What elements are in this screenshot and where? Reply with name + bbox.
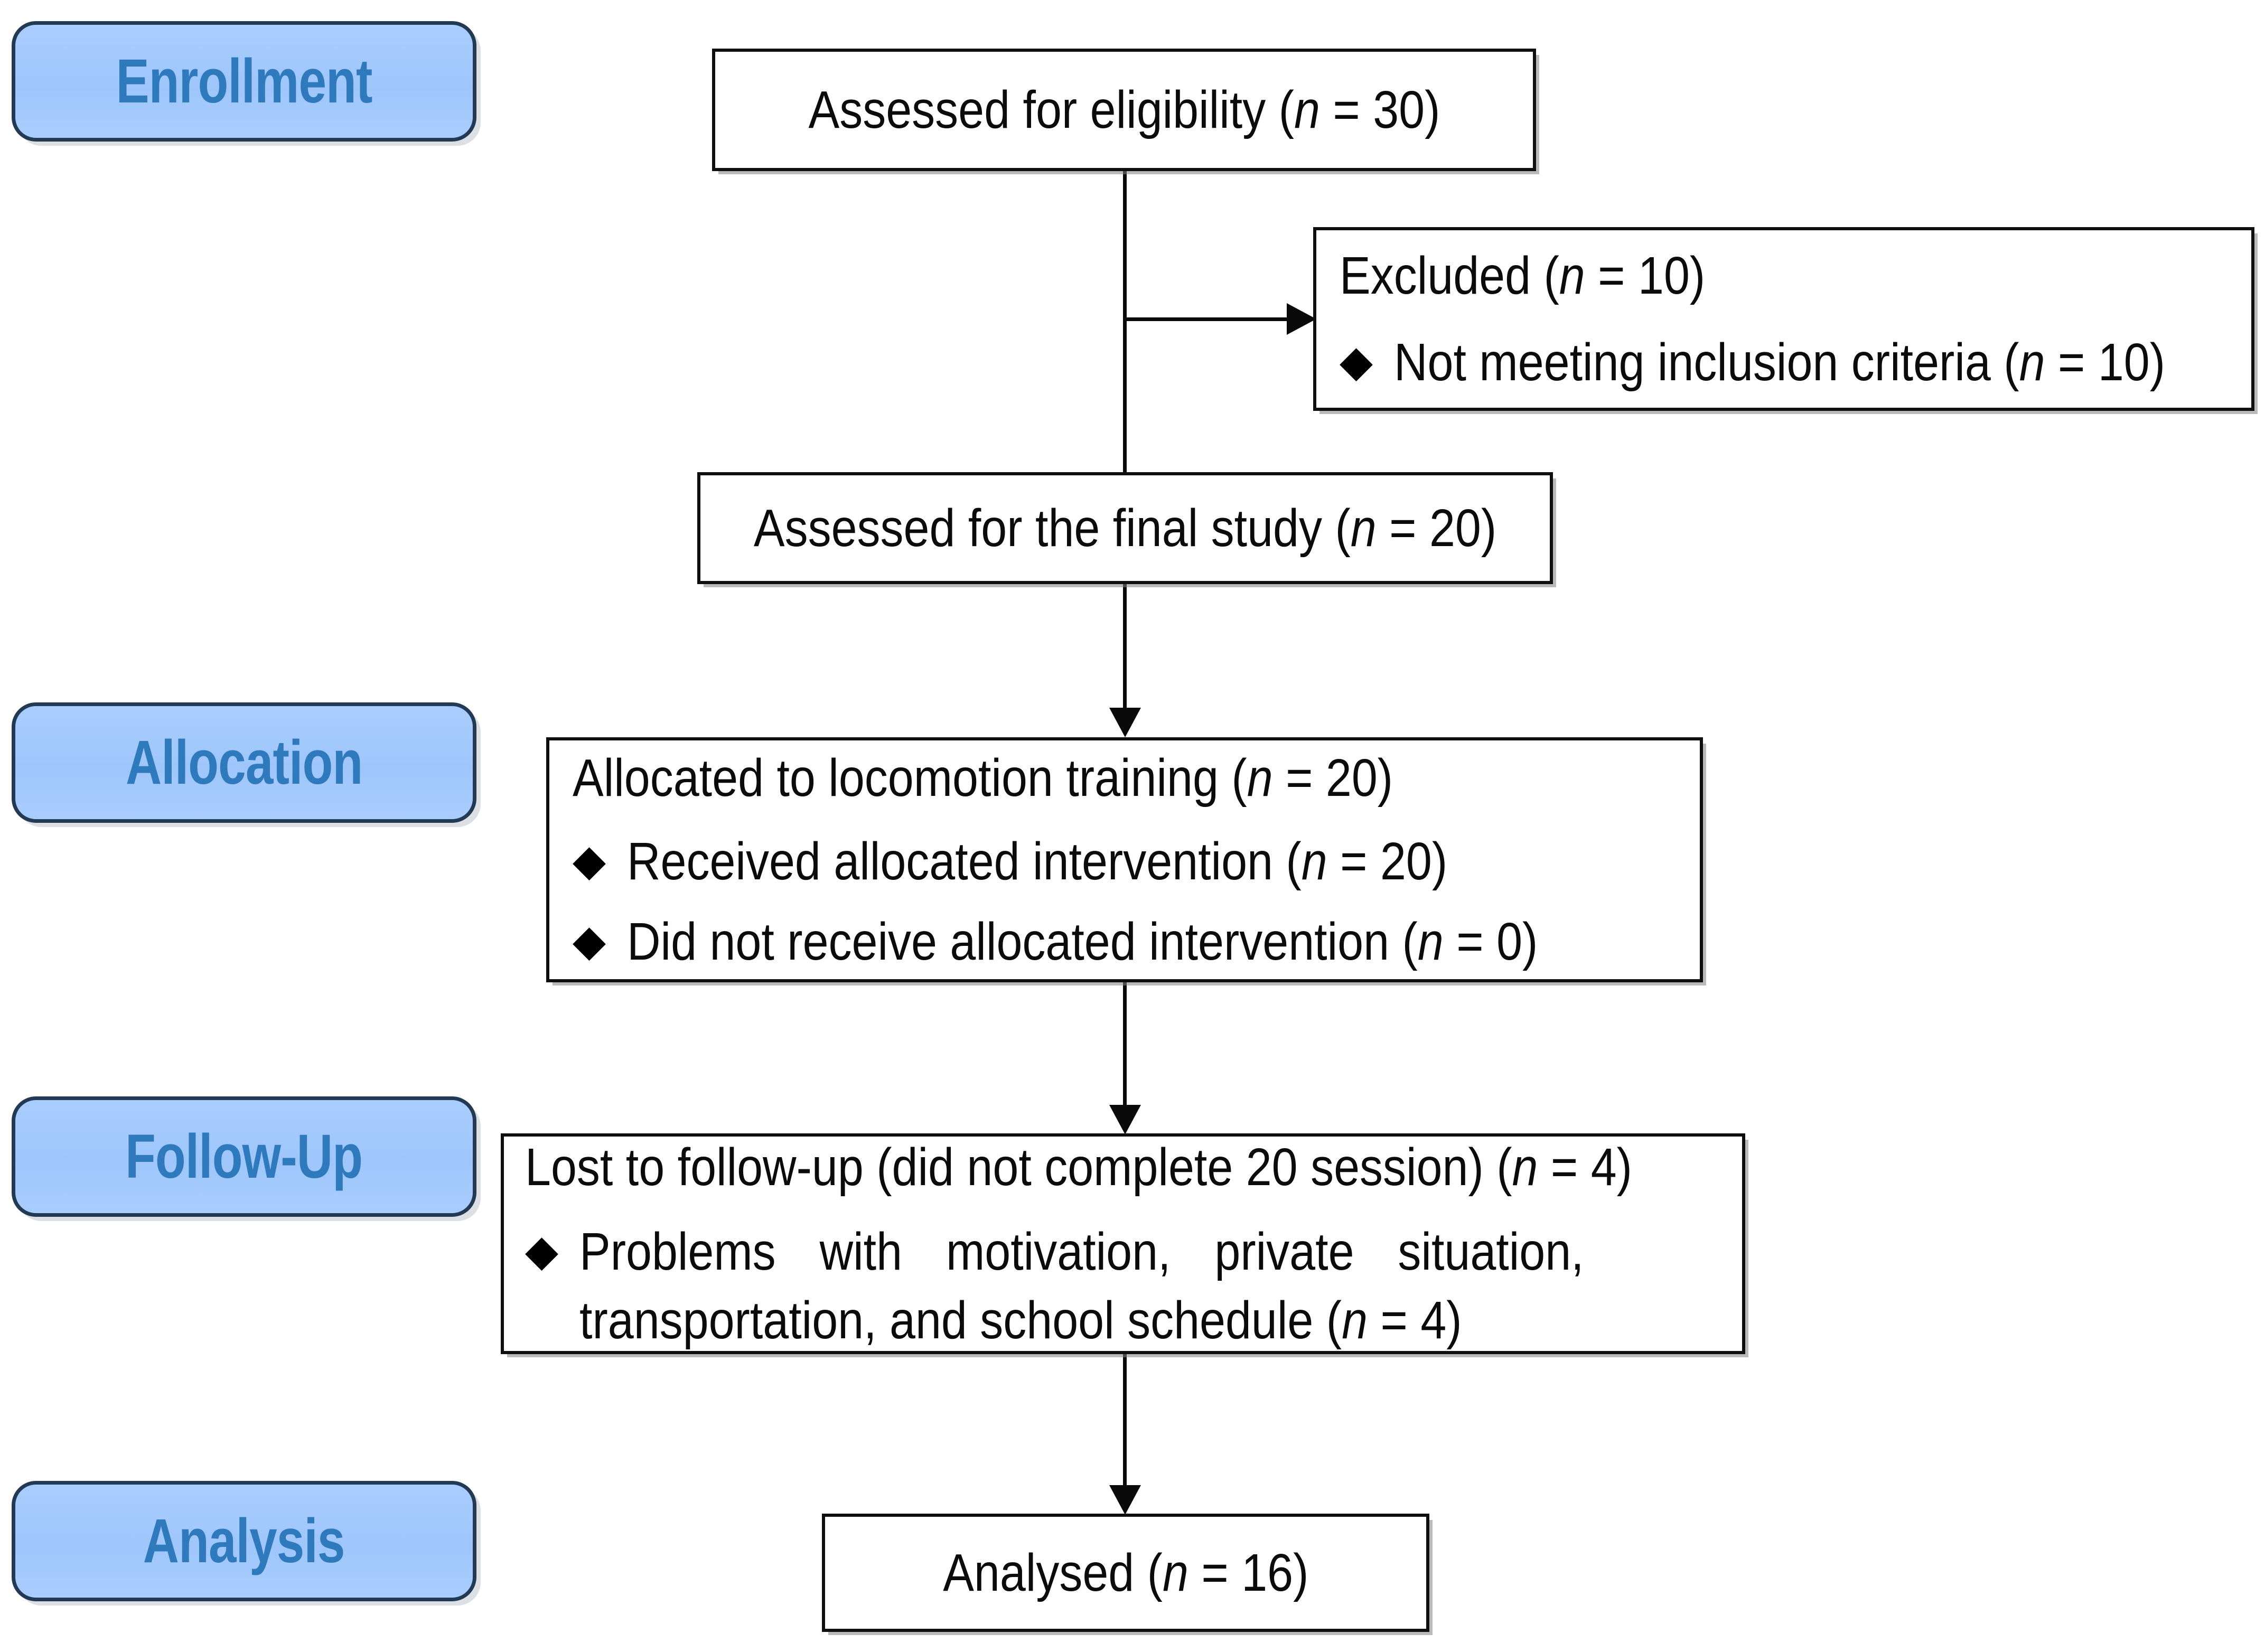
assessed-final-n-symbol: n [1350,499,1377,558]
allocated-bullet-2-post: = 0) [1443,912,1538,971]
node-assessed-final-study-text: Assessed for the final study (n = 20) [754,494,1496,562]
lost-followup-n-symbol: n [1512,1138,1538,1197]
connector-followup-to-analysed [1123,1353,1127,1488]
allocated-bullet-1-pre: Received allocated intervention ( [627,832,1302,891]
node-lost-to-followup-bullet-1-text: Problems with motivation, private situat… [579,1217,1584,1355]
arrowhead-to-analysed [1109,1485,1141,1515]
allocated-bullet-2-pre: Did not receive allocated intervention ( [627,912,1418,971]
analysed-n-symbol: n [1162,1543,1188,1602]
connector-final-study-to-allocated [1123,582,1127,712]
assessed-eligibility-n-symbol: n [1294,80,1320,139]
diamond-bullet-icon: ◆ [573,837,606,885]
node-assessed-final-study: Assessed for the final study (n = 20) [697,472,1553,584]
node-excluded-bullet-1-text: Not meeting inclusion criteria (n = 10) [1394,328,2165,397]
allocated-post: = 20) [1272,748,1393,808]
analysed-pre: Analysed ( [942,1543,1163,1602]
stage-label-follow-up-text: Follow-Up [125,1122,363,1191]
diamond-bullet-icon: ◆ [573,917,606,965]
allocated-bullet-1-n-symbol: n [1301,832,1327,891]
lost-followup-bullet-1-post: = 4) [1368,1291,1462,1350]
allocated-bullet-1-post: = 20) [1327,832,1448,891]
stage-label-enrollment-text: Enrollment [116,46,372,116]
node-excluded-bullet-1: ◆ Not meeting inclusion criteria (n = 10… [1340,328,2228,397]
stage-label-allocation-text: Allocation [125,728,363,797]
diamond-bullet-icon: ◆ [1340,337,1373,386]
excluded-bullet-1-n-symbol: n [2019,333,2045,392]
allocated-n-symbol: n [1247,748,1273,808]
arrowhead-to-followup [1109,1105,1141,1134]
excluded-n-symbol: n [1559,246,1585,305]
lost-followup-pre: Lost to follow-up (did not complete 20 s… [525,1138,1512,1197]
stage-label-enrollment: Enrollment [12,21,476,142]
assessed-eligibility-pre: Assessed for eligibility ( [808,80,1294,139]
arrowhead-to-excluded [1287,303,1316,335]
connector-eligibility-to-final-study [1123,168,1127,474]
assessed-final-pre: Assessed for the final study ( [753,499,1351,558]
excluded-bullet-1-pre: Not meeting inclusion criteria ( [1394,333,2019,392]
allocated-pre: Allocated to locomotion training ( [573,748,1247,808]
lost-followup-bullet-1-pre: Problems with motivation, private situat… [579,1222,1584,1350]
diamond-bullet-icon: ◆ [525,1227,559,1275]
stage-label-follow-up: Follow-Up [12,1096,476,1217]
node-lost-to-followup-heading: Lost to follow-up (did not complete 20 s… [525,1133,1632,1202]
excluded-bullet-1-post: = 10) [2045,333,2166,392]
node-excluded: Excluded (n = 10) ◆ Not meeting inclusio… [1313,227,2254,411]
stage-label-analysis: Analysis [12,1481,476,1601]
node-allocated-bullet-1: ◆ Received allocated intervention (n = 2… [573,827,1677,896]
arrowhead-to-allocated [1109,708,1141,737]
connector-eligibility-to-excluded [1123,317,1291,321]
node-allocated-bullet-2: ◆ Did not receive allocated intervention… [573,907,1677,976]
node-lost-to-followup-bullet-1: ◆ Problems with motivation, private situ… [525,1217,1721,1355]
node-analysed-text: Analysed (n = 16) [943,1538,1308,1607]
lost-followup-bullet-1-n-symbol: n [1342,1291,1368,1350]
excluded-pre: Excluded ( [1340,246,1559,305]
analysed-post: = 16) [1188,1543,1309,1602]
node-lost-to-followup: Lost to follow-up (did not complete 20 s… [501,1133,1745,1354]
stage-label-allocation: Allocation [12,702,476,823]
node-allocated-bullet-2-text: Did not receive allocated intervention (… [627,907,1551,976]
node-assessed-eligibility: Assessed for eligibility (n = 30) [712,49,1536,171]
node-allocated-bullet-1-text: Received allocated intervention (n = 20) [627,827,1551,896]
connector-allocated-to-followup [1123,981,1127,1108]
allocated-bullet-2-n-symbol: n [1417,912,1444,971]
node-allocated: Allocated to locomotion training (n = 20… [546,737,1703,982]
node-allocated-heading: Allocated to locomotion training (n = 20… [573,744,1544,812]
stage-label-analysis-text: Analysis [143,1506,345,1576]
excluded-post: = 10) [1585,246,1706,305]
assessed-final-post: = 20) [1376,499,1497,558]
lost-followup-post: = 4) [1538,1138,1632,1197]
node-analysed: Analysed (n = 16) [822,1514,1429,1632]
node-excluded-heading: Excluded (n = 10) [1340,241,2121,310]
assessed-eligibility-post: = 30) [1319,80,1440,139]
node-assessed-eligibility-text: Assessed for eligibility (n = 30) [808,76,1440,144]
